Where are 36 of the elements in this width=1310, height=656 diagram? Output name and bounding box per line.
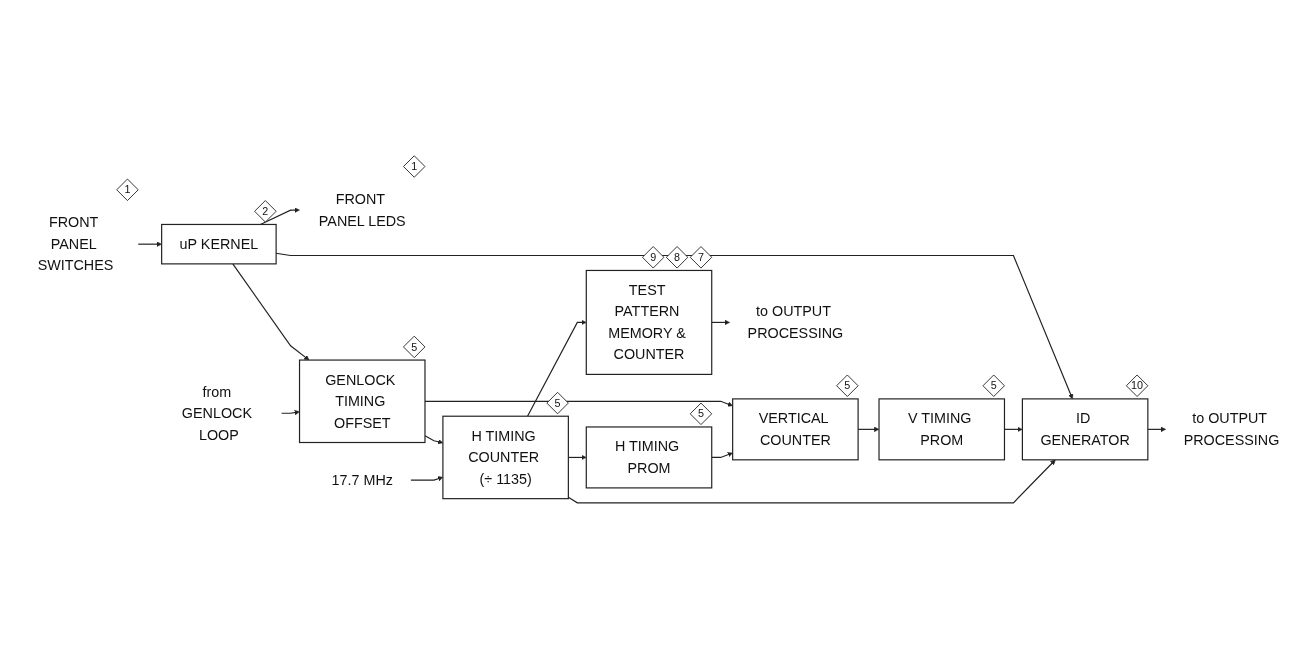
node-text: to OUTPUT PROCESSING xyxy=(1183,410,1280,448)
arrow xyxy=(424,400,733,407)
callout-number: 5 xyxy=(403,335,426,358)
callout-number: 5 xyxy=(982,374,1005,397)
arrow xyxy=(137,241,162,247)
callout-number: 9 xyxy=(642,246,665,269)
arrow xyxy=(232,263,310,361)
arrow xyxy=(259,207,300,225)
node-box: ID GENERATOR xyxy=(1021,398,1149,461)
callout-number: 5 xyxy=(689,402,713,425)
node-box: VERTICAL COUNTER xyxy=(732,398,859,461)
node-text: from GENLOCK LOOP xyxy=(181,383,252,443)
node-box: H TIMING PROM xyxy=(585,426,713,489)
callout-number: 10 xyxy=(1125,374,1149,397)
callout-number: 7 xyxy=(689,246,713,269)
node-box: uP KERNEL xyxy=(161,223,277,265)
callout-number: 8 xyxy=(665,246,689,269)
node-text: FRONT PANEL LEDS xyxy=(318,190,406,229)
callout-number: 1 xyxy=(403,155,426,178)
node-text: FRONT PANEL SWITCHES xyxy=(37,214,114,274)
arrow xyxy=(567,459,1056,504)
node-box: TEST PATTERN MEMORY & COUNTER xyxy=(585,269,713,375)
node-text: to OUTPUT PROCESSING xyxy=(747,303,844,341)
arrow xyxy=(1147,426,1166,432)
node-box: V TIMING PROM xyxy=(878,398,1006,461)
node-box: H TIMING COUNTER (÷ 1135) xyxy=(442,415,569,500)
arrow xyxy=(526,319,587,417)
node-box: GENLOCK TIMING OFFSET xyxy=(298,359,426,443)
callout-number: 2 xyxy=(254,200,277,223)
arrow xyxy=(281,409,300,415)
callout-number: 5 xyxy=(836,374,859,397)
callout-number: 1 xyxy=(116,178,139,201)
callout-number: 5 xyxy=(546,391,569,415)
arrow xyxy=(711,319,730,325)
node-text: 17.7 MHz xyxy=(331,471,393,488)
arrow xyxy=(711,452,733,458)
